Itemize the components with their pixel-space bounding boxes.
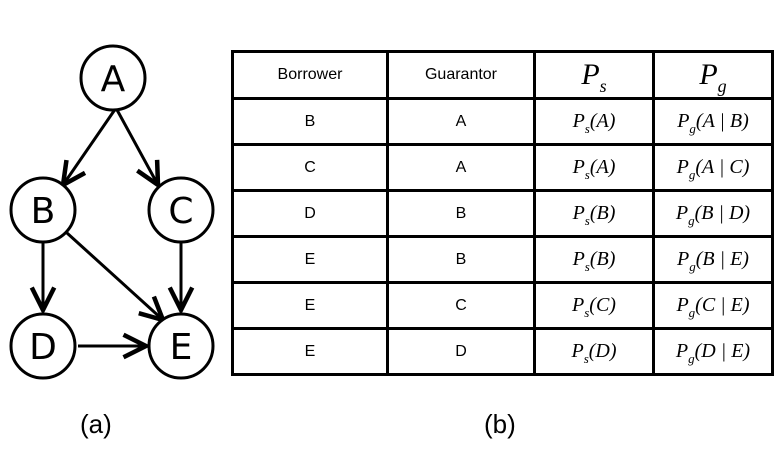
header-pg: Pg [652, 50, 774, 100]
caption-a: (a) [80, 409, 112, 439]
cell-guarantor: A [386, 97, 536, 146]
node-c: C [147, 176, 215, 244]
svg-text:D: D [29, 327, 57, 368]
node-e: E [147, 312, 215, 380]
svg-text:E: E [170, 327, 193, 368]
cell-borrower: D [231, 189, 389, 238]
cell-guarantor: B [386, 235, 536, 284]
cell-guarantor: C [386, 281, 536, 330]
header-ps: Ps [533, 50, 655, 100]
cell-ps: Ps(A) [533, 97, 655, 146]
svg-text:A: A [101, 59, 126, 100]
cell-borrower: E [231, 327, 389, 376]
cell-borrower: E [231, 235, 389, 284]
svg-text:B: B [31, 191, 56, 232]
caption-b: (b) [484, 409, 516, 439]
cell-guarantor: B [386, 189, 536, 238]
cell-guarantor: D [386, 327, 536, 376]
cell-pg: Pg(A | B) [652, 97, 774, 146]
cell-borrower: E [231, 281, 389, 330]
cell-pg: Pg(B | E) [652, 235, 774, 284]
cell-guarantor: A [386, 143, 536, 192]
cell-ps: Ps(D) [533, 327, 655, 376]
cell-ps: Ps(B) [533, 189, 655, 238]
header-guarantor: Guarantor [386, 50, 536, 100]
cell-ps: Ps(C) [533, 281, 655, 330]
cell-pg: Pg(C | E) [652, 281, 774, 330]
edge-a-c [114, 107, 158, 185]
node-a: A [79, 44, 147, 112]
cell-ps: Ps(A) [533, 143, 655, 192]
edge-a-b [63, 107, 118, 185]
edge-b-e [65, 231, 163, 320]
guarantee-network-graph: A B C D E [9, 44, 215, 380]
cell-ps: Ps(B) [533, 235, 655, 284]
cell-pg: Pg(A | C) [652, 143, 774, 192]
cell-pg: Pg(B | D) [652, 189, 774, 238]
node-b: B [9, 176, 77, 244]
cell-borrower: C [231, 143, 389, 192]
header-borrower: Borrower [231, 50, 389, 100]
table-header-row: Borrower Guarantor Ps Pg [231, 50, 774, 100]
node-d: D [9, 312, 77, 380]
svg-text:C: C [168, 191, 193, 232]
cell-borrower: B [231, 97, 389, 146]
cell-pg: Pg(D | E) [652, 327, 774, 376]
